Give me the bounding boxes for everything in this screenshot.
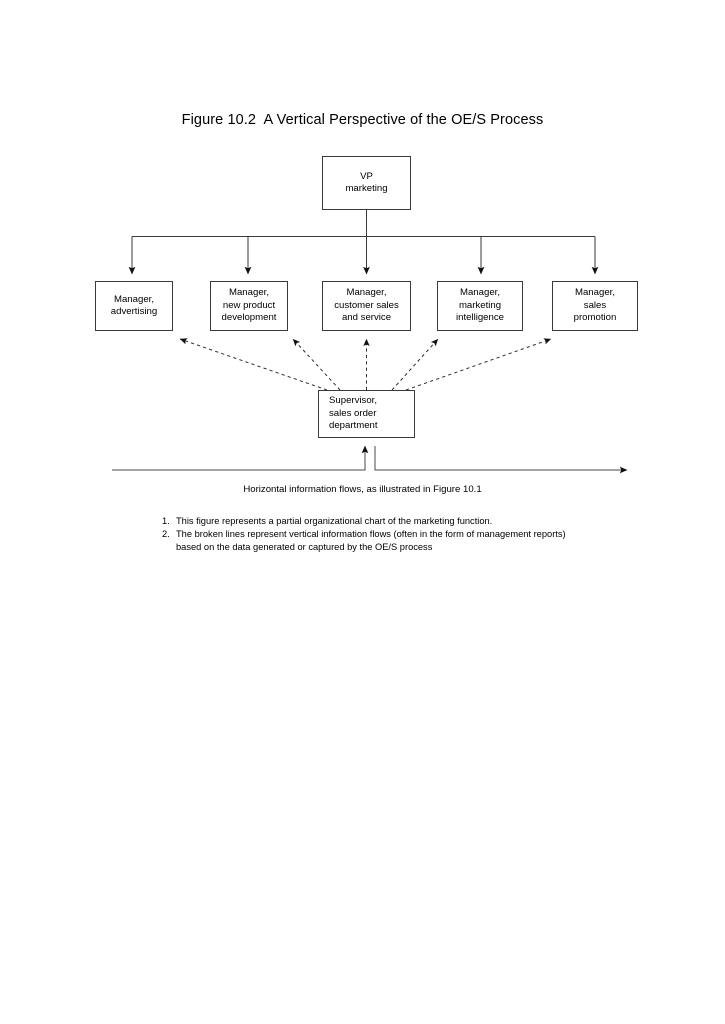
manager-new-product-development-line-3: development — [221, 312, 277, 324]
manager-sales-promotion-line-1: Manager, — [574, 287, 615, 299]
horizontal-flow-left-segment — [112, 445, 369, 471]
node-manager-marketing-intelligence[interactable]: Manager, marketing intelligence — [437, 281, 523, 331]
node-manager-new-product-development[interactable]: Manager, new product development — [210, 281, 288, 331]
supervisor-line-1: Supervisor, — [329, 395, 377, 407]
vp-line-2: marketing — [345, 183, 388, 194]
footnote-text: The broken lines represent vertical info… — [176, 528, 682, 554]
footnote-number: 1. — [162, 516, 170, 526]
horizontal-flow-right-segment — [374, 446, 628, 474]
footnote-1-line-1: This figure represents a partial organiz… — [176, 516, 493, 526]
vp-to-managers-connectors — [128, 210, 599, 275]
horizontal-information-flow-line — [112, 445, 628, 474]
footnote-2-line-1: The broken lines represent vertical info… — [176, 529, 566, 540]
node-vp-marketing[interactable]: VP marketing — [322, 156, 411, 210]
node-manager-sales-promotion[interactable]: Manager, sales promotion — [552, 281, 638, 331]
node-manager-customer-sales-and-service[interactable]: Manager, customer sales and service — [322, 281, 411, 331]
footnote-2-line-2: based on the data generated or captured … — [176, 542, 433, 553]
manager-customer-sales-line-1: Manager, — [346, 287, 387, 299]
footnote-number: 2. — [162, 529, 170, 540]
node-supervisor-sales-order-department[interactable]: Supervisor, sales order department — [318, 390, 415, 438]
dashed-to-manager-advertising — [179, 338, 328, 391]
figure-title: Figure 10.2 A Vertical Perspective of th… — [181, 112, 544, 128]
supervisor-line-3: department — [329, 420, 378, 432]
manager-advertising-line-2: advertising — [110, 306, 158, 317]
manager-sales-promotion-line-2: sales — [583, 299, 607, 311]
footnote-item: 2. The broken lines represent vertical i… — [162, 528, 682, 554]
manager-marketing-intelligence-line-3: intelligence — [455, 312, 504, 324]
dashed-to-manager-new-product-development — [292, 338, 341, 391]
vp-line-1: VP — [360, 170, 373, 182]
manager-new-product-development-line-2: new product — [222, 299, 276, 311]
supervisor-to-managers-dashed-connectors — [179, 338, 552, 391]
supervisor-line-2: sales order — [329, 407, 377, 419]
dashed-to-manager-sales-promotion — [405, 338, 552, 391]
manager-marketing-intelligence-line-1: Manager, — [459, 287, 500, 299]
footnotes-list: 1. This figure represents a partial orga… — [162, 515, 682, 555]
footnote-text: This figure represents a partial organiz… — [176, 515, 682, 528]
manager-advertising-line-1: Manager, — [113, 293, 154, 305]
manager-sales-promotion-line-3: promotion — [573, 312, 617, 324]
footnote-item: 1. This figure represents a partial orga… — [162, 515, 682, 528]
manager-marketing-intelligence-line-2: marketing — [458, 299, 502, 311]
manager-new-product-development-line-1: Manager, — [228, 287, 269, 299]
node-manager-advertising[interactable]: Manager, advertising — [95, 281, 173, 331]
manager-customer-sales-line-3: and service — [341, 312, 392, 324]
horizontal-flow-caption: Horizontal information flows, as illustr… — [243, 484, 482, 495]
dashed-to-manager-marketing-intelligence — [391, 338, 439, 391]
manager-customer-sales-line-2: customer sales — [334, 299, 399, 311]
